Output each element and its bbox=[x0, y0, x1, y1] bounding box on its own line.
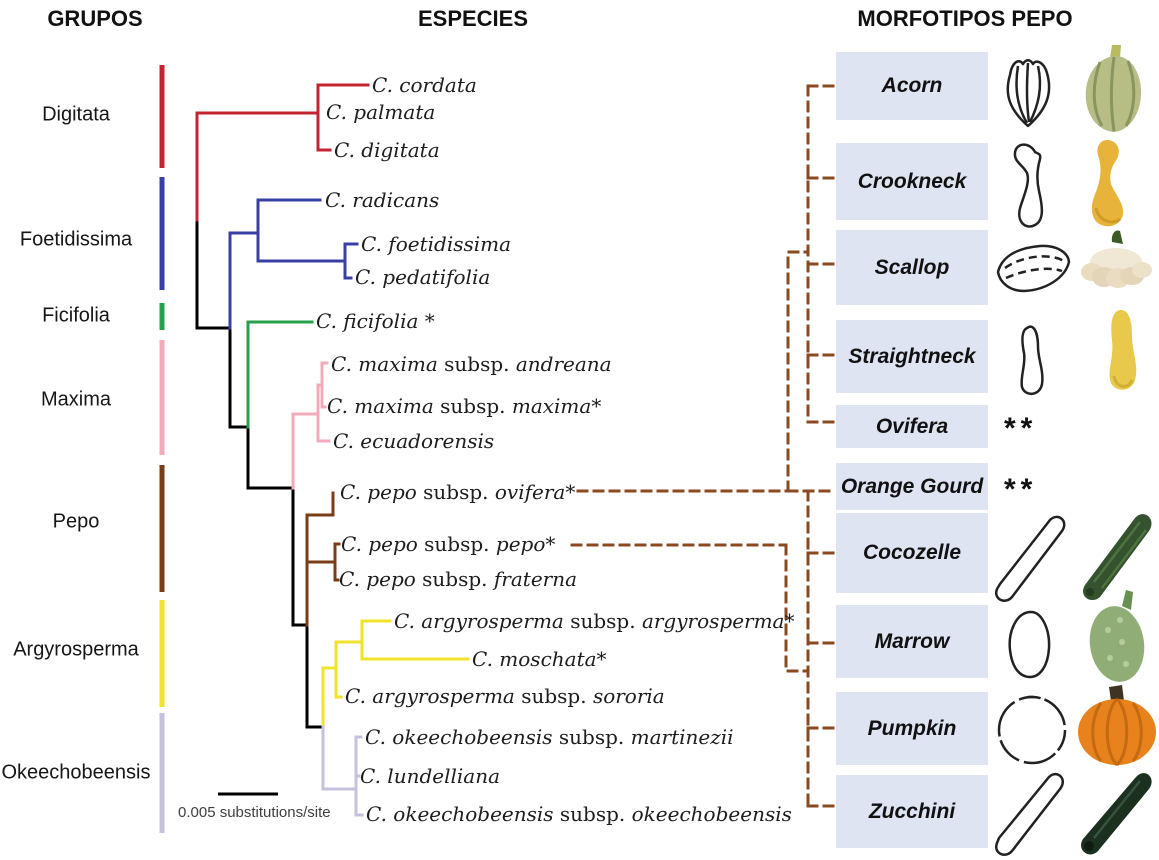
species-label: C. radicans bbox=[325, 188, 440, 212]
group-label-ficifolia: Ficifolia bbox=[42, 304, 110, 327]
species-label: C. argyrosperma subsp. sororia bbox=[345, 684, 665, 708]
marrow-photo bbox=[1089, 590, 1145, 682]
straightneck-sketch-icon bbox=[1020, 325, 1044, 395]
foetidissima-branch bbox=[228, 198, 359, 330]
morphotype-box-scallop: Scallop bbox=[836, 230, 988, 305]
tree-branches bbox=[195, 83, 470, 817]
acorn-sketch-icon bbox=[1006, 59, 1051, 128]
cocozelle-photo bbox=[1083, 514, 1152, 601]
marrow-sketch-icon bbox=[1008, 610, 1051, 679]
species-label: C. okeechobeensis subsp. martinezii bbox=[365, 725, 734, 749]
ovifera-morphotype-bracket bbox=[576, 84, 838, 493]
morphotype-sketches bbox=[994, 59, 1071, 856]
scallop-sketch-icon bbox=[996, 244, 1071, 293]
pepo-branch bbox=[305, 491, 341, 627]
species-label: C. pedatifolia bbox=[355, 265, 491, 289]
morphotype-box-ovifera: Ovifera bbox=[836, 405, 988, 448]
morphotype-connectors bbox=[570, 84, 838, 808]
species-label: C. okeechobeensis subsp. okeechobeensis bbox=[366, 802, 792, 826]
morphotype-box-pumpkin: Pumpkin bbox=[836, 692, 988, 765]
scallop-squash-photo bbox=[1081, 230, 1152, 288]
group-label-maxima: Maxima bbox=[40, 388, 111, 411]
scale-bar-label: 0.005 substitutions/site bbox=[178, 804, 331, 821]
morphotype-box-marrow: Marrow bbox=[836, 605, 988, 678]
species-label: C. cordata bbox=[372, 73, 477, 97]
straightneck-squash-photo bbox=[1109, 309, 1137, 390]
morfotipos-header: MORFOTIPOS PEPO bbox=[857, 6, 1073, 31]
species-label: C. maxima subsp. andreana bbox=[331, 352, 612, 376]
cocozelle-sketch-icon bbox=[994, 515, 1066, 602]
zucchini-sketch-icon bbox=[994, 772, 1065, 856]
argyrosperma-branch bbox=[321, 619, 470, 729]
crookneck-sketch-icon bbox=[1013, 143, 1044, 228]
zucchini-photo bbox=[1081, 773, 1152, 855]
ficifolia-branch bbox=[246, 320, 314, 429]
species-label: C. foetidissima bbox=[361, 232, 512, 256]
species-label: C. digitata bbox=[334, 138, 440, 162]
pepo-morphotype-bracket bbox=[570, 489, 838, 808]
group-label-foetidissima: Foetidissima bbox=[19, 228, 133, 251]
especies-header: ESPECIES bbox=[417, 6, 529, 31]
species-label: C. pepo subsp. pepo* bbox=[341, 532, 556, 556]
group-label-argyrosperma: Argyrosperma bbox=[13, 638, 139, 661]
morphotype-box-zucchini: Zucchini bbox=[836, 775, 988, 848]
trunk-branch bbox=[195, 218, 325, 729]
okeechobeensis-branch bbox=[321, 725, 364, 817]
pumpkin-photo bbox=[1078, 685, 1156, 767]
morphotype-box-acorn: Acorn bbox=[836, 52, 988, 120]
morphotype-box-crookneck: Crookneck bbox=[836, 143, 988, 220]
species-label: C. ficifolia * bbox=[316, 309, 435, 333]
grupos-header: GRUPOS bbox=[47, 6, 143, 31]
group-label-pepo: Pepo bbox=[52, 510, 100, 533]
digitata-branch bbox=[195, 83, 370, 222]
crookneck-squash-photo bbox=[1091, 140, 1124, 227]
species-label: C. moschata* bbox=[472, 647, 607, 671]
group-label-okeechobeensis: Okeechobeensis bbox=[1, 761, 151, 784]
group-label-digitata: Digitata bbox=[42, 103, 110, 126]
species-label: C. pepo subsp. fraterna bbox=[339, 567, 578, 591]
species-label: C. ecuadorensis bbox=[333, 429, 495, 453]
orange-gourd-asterisks: ** bbox=[1004, 473, 1038, 506]
acorn-squash-photo bbox=[1085, 45, 1142, 132]
ovifera-asterisks: ** bbox=[1004, 412, 1038, 445]
morphotype-box-cocozelle: Cocozelle bbox=[836, 513, 988, 593]
species-label: C. argyrosperma subsp. argyrosperma* bbox=[394, 609, 795, 633]
pumpkin-sketch-icon bbox=[997, 695, 1067, 765]
morphotype-box-orange-gourd: Orange Gourd bbox=[836, 463, 988, 510]
morphotype-box-straightneck: Straightneck bbox=[836, 320, 988, 393]
species-label: C. lundelliana bbox=[360, 764, 501, 788]
species-label: C. maxima subsp. maxima* bbox=[327, 394, 602, 418]
morphotype-photos bbox=[1078, 45, 1156, 855]
species-label: C. palmata bbox=[326, 100, 436, 124]
maxima-branch bbox=[291, 361, 331, 490]
species-label: C. pepo subsp. ovifera* bbox=[340, 480, 576, 504]
